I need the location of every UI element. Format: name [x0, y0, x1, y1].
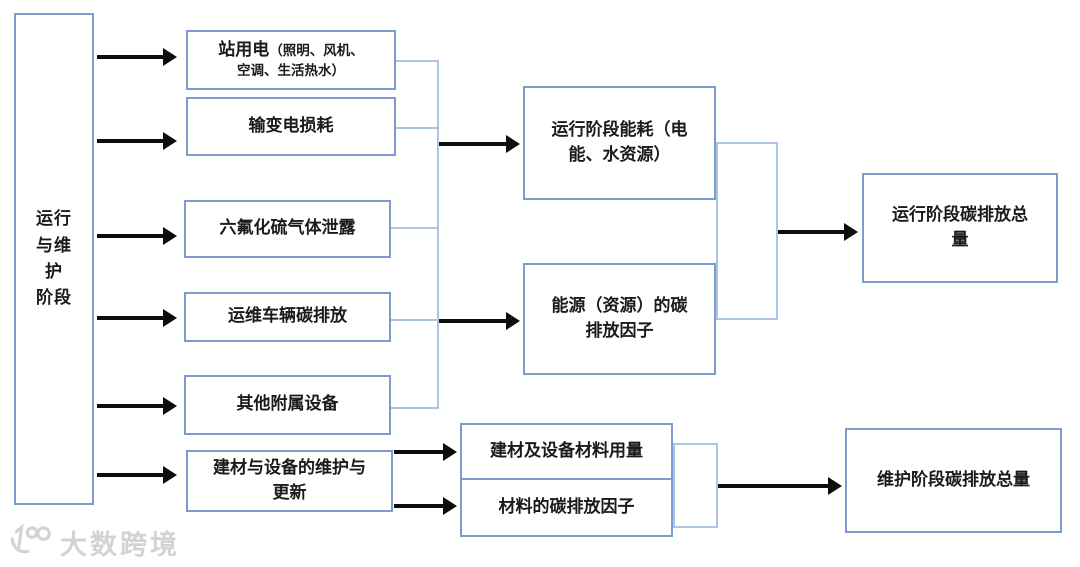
connector-stub-vehicle-emission	[391, 319, 438, 321]
node-label: 其他附属设备	[236, 394, 339, 415]
node-label-line: 能、水资源）	[568, 145, 671, 165]
node-material-usage: 建材及设备材料用量	[460, 423, 673, 480]
node-label-line: 建材与设备的维护与	[213, 458, 366, 479]
node-operation-energy: 运行阶段能耗（电 能、水资源）	[523, 86, 716, 200]
arrow-to-material-carbon-factor	[394, 497, 457, 515]
node-label-line: 运行阶段能耗（电	[551, 119, 688, 140]
node-label: 维护阶段碳排放总量	[877, 469, 1030, 490]
arrow-stage-to-material-maintenance	[97, 466, 177, 484]
node-label: 输变电损耗	[248, 115, 334, 136]
node-label: 建材及设备材料用量	[490, 440, 643, 461]
node-label-line: 护	[45, 262, 63, 282]
node-material-maintenance: 建材与设备的维护与 更新	[186, 450, 393, 512]
arrow-to-operation-total	[778, 223, 858, 241]
arrow-stage-to-sf6-leak	[97, 227, 177, 245]
arrow-stage-to-vehicle-emission	[97, 309, 177, 327]
node-label-line: 站用电（照明、风机、	[218, 39, 364, 63]
node-label: 材料的碳排放因子	[498, 496, 635, 517]
connector-stub-other-equipment	[391, 407, 438, 409]
watermark-100-logo-icon	[10, 523, 51, 554]
connector-stub-station-power	[394, 60, 438, 62]
node-label-line: 空调、生活热水）	[237, 63, 345, 80]
arrow-to-maintenance-total	[718, 477, 842, 495]
watermark-text: 大数跨境	[60, 529, 180, 561]
node-label: 六氟化硫气体泄露	[219, 218, 356, 239]
node-label-line: 量	[951, 230, 969, 250]
node-sf6-leak: 六氟化硫气体泄露	[184, 200, 391, 258]
node-transmission-loss: 输变电损耗	[186, 97, 396, 156]
node-label-line: 运行阶段碳排放总	[892, 204, 1028, 225]
arrow-stage-to-transmission-loss	[97, 132, 177, 150]
connector-stub-transmission-loss	[394, 127, 438, 129]
node-label: 运维车辆碳排放	[228, 306, 347, 327]
node-label-line: 更新	[272, 483, 307, 503]
node-label-paren: （照明、风机、	[269, 42, 364, 59]
node-operation-maintenance-stage: 运行 与维 护 阶段	[14, 13, 94, 505]
node-energy-carbon-factor: 能源（资源）的碳 排放因子	[523, 263, 716, 375]
arrow-stage-to-other-equipment	[97, 397, 177, 415]
node-label-line: 与维	[36, 235, 72, 256]
node-label-line: 能源（资源）的碳	[551, 295, 688, 316]
node-label-main: 站用电	[218, 39, 270, 60]
arrow-bus-to-energy-carbon-factor	[439, 312, 520, 330]
node-label-line: 阶段	[36, 288, 72, 309]
connector-stub-sf6-leak	[391, 227, 438, 229]
node-operation-total: 运行阶段碳排放总 量	[862, 173, 1058, 283]
node-label-line: 排放因子	[585, 321, 654, 341]
node-material-carbon-factor: 材料的碳排放因子	[460, 478, 673, 537]
node-station-power: 站用电（照明、风机、 空调、生活热水）	[186, 30, 396, 90]
node-maintenance-total: 维护阶段碳排放总量	[845, 428, 1062, 533]
arrow-bus-to-operation-energy	[439, 135, 520, 153]
node-label-line: 运行	[36, 209, 72, 230]
arrow-to-material-usage	[394, 443, 457, 461]
node-other-equipment: 其他附属设备	[184, 375, 391, 435]
connector-bracket-operation	[716, 142, 778, 320]
connector-bracket-maintenance	[673, 443, 718, 528]
arrow-stage-to-station-power	[97, 48, 177, 66]
watermark: 大数跨境	[8, 522, 180, 562]
connector-bus-vertical	[437, 60, 439, 409]
node-vehicle-emission: 运维车辆碳排放	[184, 292, 391, 342]
